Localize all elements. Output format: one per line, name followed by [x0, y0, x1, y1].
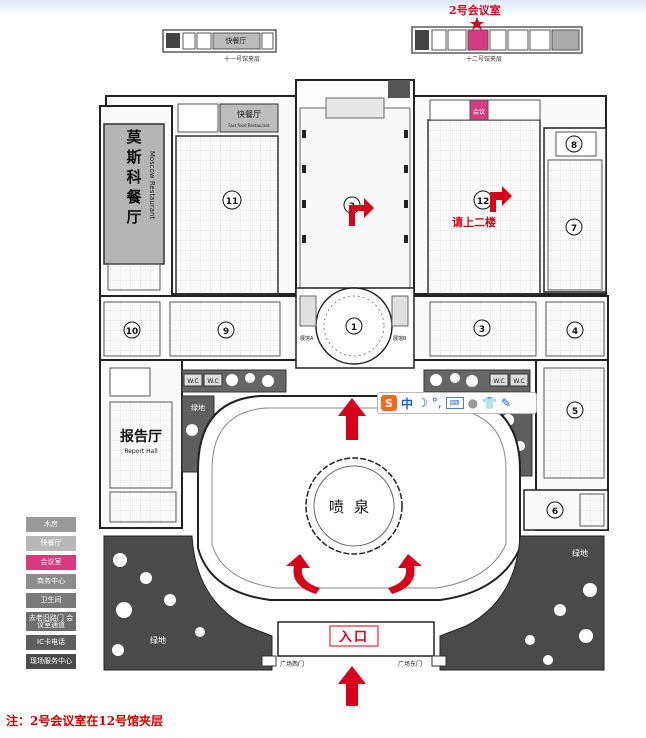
ime-user-icon[interactable]: ● [467, 396, 479, 410]
svg-text:W.C: W.C [513, 378, 524, 385]
svg-text:8: 8 [571, 141, 577, 151]
hall-number-12: 12 [473, 190, 493, 210]
hall-number-4: 4 [566, 321, 584, 339]
legend-item: 快餐厅 [26, 536, 76, 551]
ime-chinese-mode-button[interactable]: 中 [401, 396, 414, 411]
report-hall [109, 401, 173, 489]
star-marker-icon [470, 17, 484, 30]
legend-item: 去老旧路门 会议室通道 [26, 612, 76, 631]
hall-number-8: 8 [565, 135, 583, 153]
ime-skin-icon[interactable]: 👕 [482, 396, 498, 410]
svg-text:5: 5 [572, 407, 578, 417]
plaza: 喷泉 [197, 395, 521, 601]
moscow-label-1: 莫 [126, 128, 142, 146]
svg-text:绿地: 绿地 [150, 635, 166, 645]
hall-number-6: 6 [546, 501, 564, 519]
top-band [0, 0, 646, 14]
fountain-label: 喷泉 [329, 498, 379, 516]
svg-text:12: 12 [477, 197, 490, 207]
legend-item: IC卡电话 [26, 635, 76, 650]
green-left [103, 535, 273, 671]
fast-food-restaurant [219, 103, 279, 133]
svg-text:4: 4 [572, 327, 578, 337]
main-building: 莫 斯 科 餐 厅 Moscow Restaurant 快餐厅 Fast foo… [99, 79, 609, 531]
svg-text:Report Hall: Report Hall [124, 448, 158, 455]
plaza-up-arrow-icon [338, 398, 366, 440]
legend-item: 会议室 [26, 555, 76, 570]
hall11-mezzanine-label: 十一号馆夹层 [224, 55, 260, 63]
svg-text:展馆B: 展馆B [393, 335, 407, 342]
svg-text:展馆A: 展馆A [300, 335, 314, 342]
hall11-fast-food-label: 快餐厅 [226, 36, 247, 45]
moscow-restaurant [103, 123, 165, 265]
svg-text:W.C: W.C [207, 378, 218, 385]
ime-settings-icon[interactable]: ✎ [501, 396, 512, 410]
hall-11 [175, 135, 279, 295]
ime-punctuation-icon[interactable]: °, [431, 396, 442, 410]
ime-keyboard-icon[interactable]: ⌨ [445, 397, 464, 409]
legend-item: 木房 [26, 517, 76, 532]
ime-toolbar[interactable]: S 中 ☽ °, ⌨ ● 👕 ✎ [377, 392, 537, 414]
hall12-mezzanine-label: 十二号馆夹层 [466, 55, 502, 63]
curve-left-arrow-icon [286, 554, 320, 594]
hall-number-3: 3 [473, 319, 491, 337]
svg-text:7: 7 [571, 224, 577, 234]
svg-text:11: 11 [226, 197, 239, 207]
hall12-mezzanine-inset: 十二号馆夹层 [411, 26, 583, 63]
entrance-up-arrow-icon [338, 666, 366, 706]
svg-text:6: 6 [552, 507, 558, 517]
central-arrow-icon [349, 198, 374, 226]
moscow-en-label: Moscow Restaurant [148, 151, 156, 220]
svg-text:科: 科 [126, 168, 141, 186]
hall-number-7: 7 [565, 218, 583, 236]
svg-text:1: 1 [351, 323, 357, 333]
svg-text:Fast food Restaurant: Fast food Restaurant [228, 123, 270, 128]
hall-number-5: 5 [566, 401, 584, 419]
ime-halfwidth-moon-icon[interactable]: ☽ [417, 396, 428, 410]
svg-text:厅: 厅 [126, 208, 141, 226]
svg-text:会议: 会议 [473, 108, 485, 116]
meeting-room-2-title: 2号会议室 [449, 3, 501, 17]
svg-text:斯: 斯 [126, 148, 141, 166]
svg-text:W.C: W.C [493, 378, 504, 385]
hall-number-10: 10 [123, 321, 141, 339]
hall-number-1: 1 [345, 317, 363, 335]
hall-5 [543, 367, 605, 479]
footnote: 注：2号会议室在12号馆夹层 [6, 714, 164, 728]
upstairs-label: 请上二楼 [452, 215, 496, 229]
svg-text:绿地: 绿地 [572, 548, 588, 558]
legend-item: 现场服务中心 [26, 654, 76, 669]
hall-number-9: 9 [217, 321, 235, 339]
entrance-label: 入口 [339, 630, 369, 645]
hall-number-11: 11 [222, 190, 242, 210]
upstairs-arrow-icon [490, 186, 512, 212]
curve-right-arrow-icon [388, 554, 422, 594]
entrance: 入口 广场西门 广场东门 [261, 621, 447, 668]
legend-item: 卫生间 [26, 593, 76, 608]
svg-text:9: 9 [223, 327, 229, 337]
ime-logo-icon[interactable]: S [381, 395, 397, 411]
red-arrows [286, 186, 512, 706]
svg-text:快餐厅: 快餐厅 [237, 109, 261, 119]
outer-green: 绿地 绿地 [103, 535, 605, 671]
svg-text:广场东门: 广场东门 [398, 660, 422, 668]
legend-item: 商务中心 [26, 574, 76, 589]
svg-text:广场西门: 广场西门 [280, 660, 304, 668]
svg-text:10: 10 [126, 327, 139, 337]
hall11-mezzanine-inset: 快餐厅 十一号馆夹层 [162, 29, 277, 63]
report-hall-label: 报告厅 [120, 428, 162, 445]
green-right [439, 535, 605, 671]
meeting-room-2 [467, 29, 489, 51]
map-legend: 木房 快餐厅 会议室 商务中心 卫生间 去老旧路门 会议室通道 IC卡电话 现场… [26, 517, 76, 673]
svg-text:餐: 餐 [126, 188, 142, 206]
svg-text:绿地: 绿地 [191, 403, 205, 412]
svg-text:3: 3 [479, 325, 485, 335]
svg-text:W.C: W.C [187, 378, 198, 385]
